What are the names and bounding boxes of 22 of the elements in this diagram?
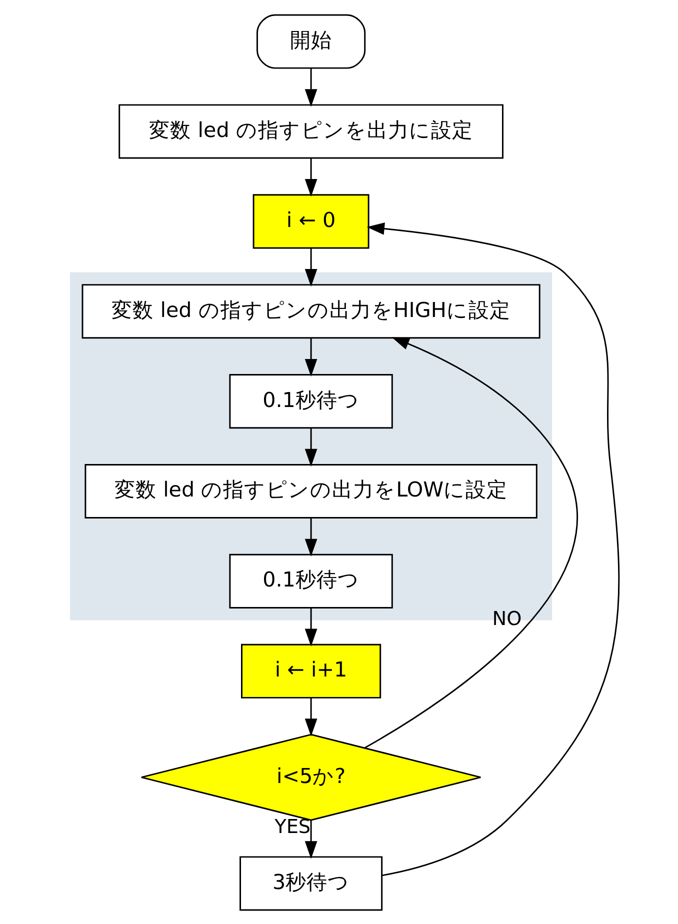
arrow <box>304 517 318 556</box>
node-box: i ← i+1 <box>241 643 382 698</box>
arrow <box>304 158 318 196</box>
node-box: 0.1秒待つ <box>229 553 393 608</box>
node-box: 0.1秒待つ <box>229 374 393 428</box>
arrow <box>304 248 318 286</box>
arrow <box>304 68 318 106</box>
arrow <box>304 607 318 646</box>
node-box: 変数 led の指すピンの出力をLOWに設定 <box>84 463 538 518</box>
arrow <box>304 820 318 858</box>
node-diamond: i<5か? <box>140 733 482 820</box>
edge-label: NO <box>492 606 522 630</box>
node-box: 変数 led の指すピンを出力に設定 <box>118 104 504 158</box>
node-box: 変数 led の指すピンの出力をHIGHに設定 <box>82 284 540 338</box>
node-box: 3秒待つ <box>240 856 383 910</box>
arrow <box>304 427 318 466</box>
arrow <box>304 338 318 376</box>
node-box: i ← 0 <box>252 194 370 248</box>
arrow <box>364 336 578 748</box>
arrow <box>366 222 620 876</box>
node-box: 開始 <box>256 14 366 68</box>
arrow <box>304 698 318 736</box>
